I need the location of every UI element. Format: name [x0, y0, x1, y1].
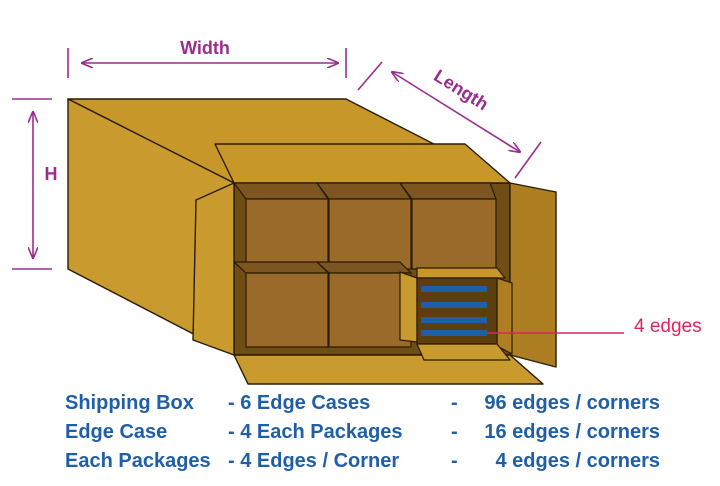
box-bottom-flap: [233, 354, 544, 385]
height-dimension: [12, 98, 52, 270]
legend-total: 16 edges / corners: [484, 421, 660, 443]
legend-total: 96 edges / corners: [484, 392, 660, 414]
callout-label: 4 edges: [634, 316, 702, 337]
legend-total: 4 edges / corners: [495, 450, 660, 472]
legend-contains: - 4 Edges / Corner: [228, 450, 400, 472]
edge-case-4: [233, 261, 329, 348]
package-4: [421, 330, 487, 336]
edge-case-5: [316, 261, 412, 348]
height-label: H: [45, 164, 58, 184]
legend-item: Edge Case: [65, 421, 168, 443]
package-3: [421, 317, 487, 323]
edge-case-2: [316, 182, 412, 270]
length-tick-far: [514, 141, 542, 179]
legend-contains: - 6 Edge Cases: [228, 392, 371, 414]
legend-dash: -: [451, 421, 458, 443]
width-label: Width: [180, 38, 230, 58]
box-right-flap: [509, 182, 557, 368]
legend-row-shipping-box: Shipping Box - 6 Edge Cases - 96 edges /…: [65, 392, 705, 421]
legend-item: Each Packages: [65, 450, 211, 472]
edge-case-1: [233, 182, 329, 270]
package-1: [421, 286, 487, 292]
legend: Shipping Box - 6 Edge Cases - 96 edges /…: [65, 392, 705, 479]
length-arrow: [392, 72, 520, 152]
width-dimension: [67, 48, 347, 78]
legend-item: Shipping Box: [65, 392, 194, 414]
packages: [421, 286, 487, 336]
length-label: Length: [430, 66, 491, 115]
length-dimension: [357, 61, 542, 179]
legend-contains: - 4 Each Packages: [228, 421, 403, 443]
length-tick-near: [357, 61, 383, 91]
legend-row-each-packages: Each Packages - 4 Edges / Corner - 4 edg…: [65, 450, 705, 479]
package-2: [421, 302, 487, 308]
legend-dash: -: [451, 392, 458, 414]
box-left-flap: [192, 182, 235, 356]
legend-dash: -: [451, 450, 458, 472]
edge-case-3: [399, 182, 497, 270]
box-top-flap: [214, 143, 511, 184]
legend-row-edge-case: Edge Case - 4 Each Packages - 16 edges /…: [65, 421, 705, 450]
